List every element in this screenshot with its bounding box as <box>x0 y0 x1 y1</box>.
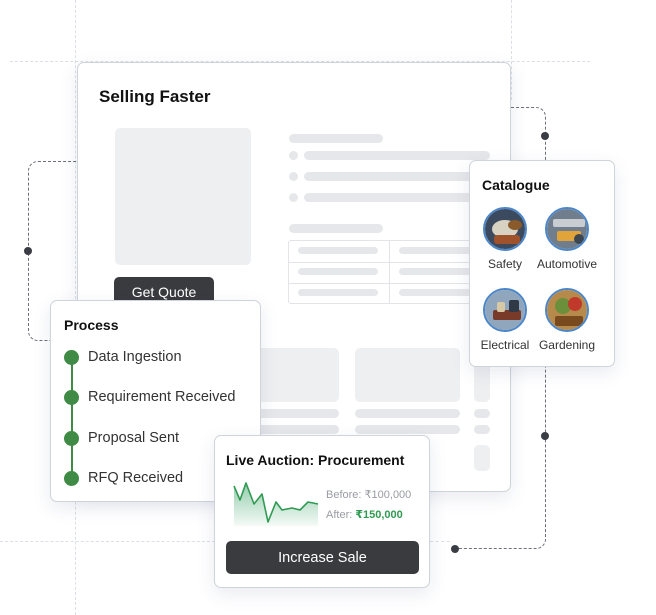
process-timeline-line <box>71 357 73 478</box>
related-item-placeholder <box>474 445 490 471</box>
catalogue-card: Catalogue Safety Automotive <box>469 160 615 367</box>
text-placeholder <box>355 409 460 418</box>
process-step: RFQ Received <box>64 470 183 486</box>
catalogue-item-label: Automotive <box>536 257 598 271</box>
product-image-placeholder <box>115 128 251 265</box>
catalogue-item-electrical[interactable]: Electrical <box>470 288 540 352</box>
related-item-placeholder <box>257 348 339 402</box>
text-placeholder <box>474 409 490 418</box>
guide-line <box>511 0 512 100</box>
step-label: Data Ingestion <box>88 349 182 365</box>
process-step: Data Ingestion <box>64 349 182 365</box>
guide-line <box>10 61 590 62</box>
page-title: Selling Faster <box>99 87 211 106</box>
catalogue-title: Catalogue <box>482 177 550 193</box>
catalogue-item-automotive[interactable]: Automotive <box>532 207 602 271</box>
catalogue-item-gardening[interactable]: Gardening <box>532 288 602 352</box>
after-price: After: ₹150,000 <box>326 508 403 521</box>
text-placeholder <box>304 151 490 160</box>
spec-table-placeholder <box>288 240 488 304</box>
text-placeholder <box>257 409 339 418</box>
after-price-label: After: <box>326 509 353 521</box>
connector-dot <box>541 432 549 440</box>
text-placeholder <box>474 425 490 434</box>
text-placeholder <box>304 193 490 202</box>
related-item-placeholder <box>355 348 460 402</box>
auction-title: Live Auction: Procurement <box>226 452 405 468</box>
process-step: Requirement Received <box>64 389 236 405</box>
text-placeholder <box>304 172 490 181</box>
step-label: Requirement Received <box>88 389 236 405</box>
step-label: Proposal Sent <box>88 430 180 446</box>
step-label: RFQ Received <box>88 470 184 486</box>
step-complete-icon <box>64 389 79 405</box>
bullet-placeholder <box>289 193 298 202</box>
text-placeholder <box>289 134 383 143</box>
product-listing-card: Selling Faster <box>77 62 511 492</box>
before-price-label: Before: <box>326 489 362 501</box>
catalogue-item-label: Electrical <box>480 338 530 352</box>
bullet-placeholder <box>289 172 298 181</box>
connector-right-bottom <box>455 366 546 549</box>
step-complete-icon <box>64 470 79 486</box>
step-complete-icon <box>64 349 79 365</box>
safety-gear-image <box>483 207 527 251</box>
guide-line <box>0 541 215 542</box>
process-title: Process <box>64 317 119 333</box>
connector-dot <box>24 247 32 255</box>
text-placeholder <box>289 224 383 233</box>
after-price-value: ₹150,000 <box>355 509 403 521</box>
connector-dot <box>541 132 549 140</box>
price-sparkline <box>233 482 319 526</box>
guide-line <box>430 541 450 542</box>
before-price: Before: ₹100,000 <box>326 488 411 501</box>
electrical-image <box>483 288 527 332</box>
gardening-image <box>545 288 589 332</box>
text-placeholder <box>257 425 339 434</box>
catalogue-item-label: Safety <box>487 257 523 271</box>
live-auction-card: Live Auction: Procurement Before: ₹100,0… <box>214 435 430 588</box>
catalogue-item-safety[interactable]: Safety <box>470 207 540 271</box>
bullet-placeholder <box>289 151 298 160</box>
text-placeholder <box>355 425 460 434</box>
process-step: Proposal Sent <box>64 430 179 446</box>
connector-dot <box>451 545 459 553</box>
catalogue-item-label: Gardening <box>538 338 596 352</box>
before-price-value: ₹100,000 <box>364 489 412 501</box>
increase-sale-button[interactable]: Increase Sale <box>226 541 419 574</box>
automotive-tools-image <box>545 207 589 251</box>
step-complete-icon <box>64 430 79 446</box>
